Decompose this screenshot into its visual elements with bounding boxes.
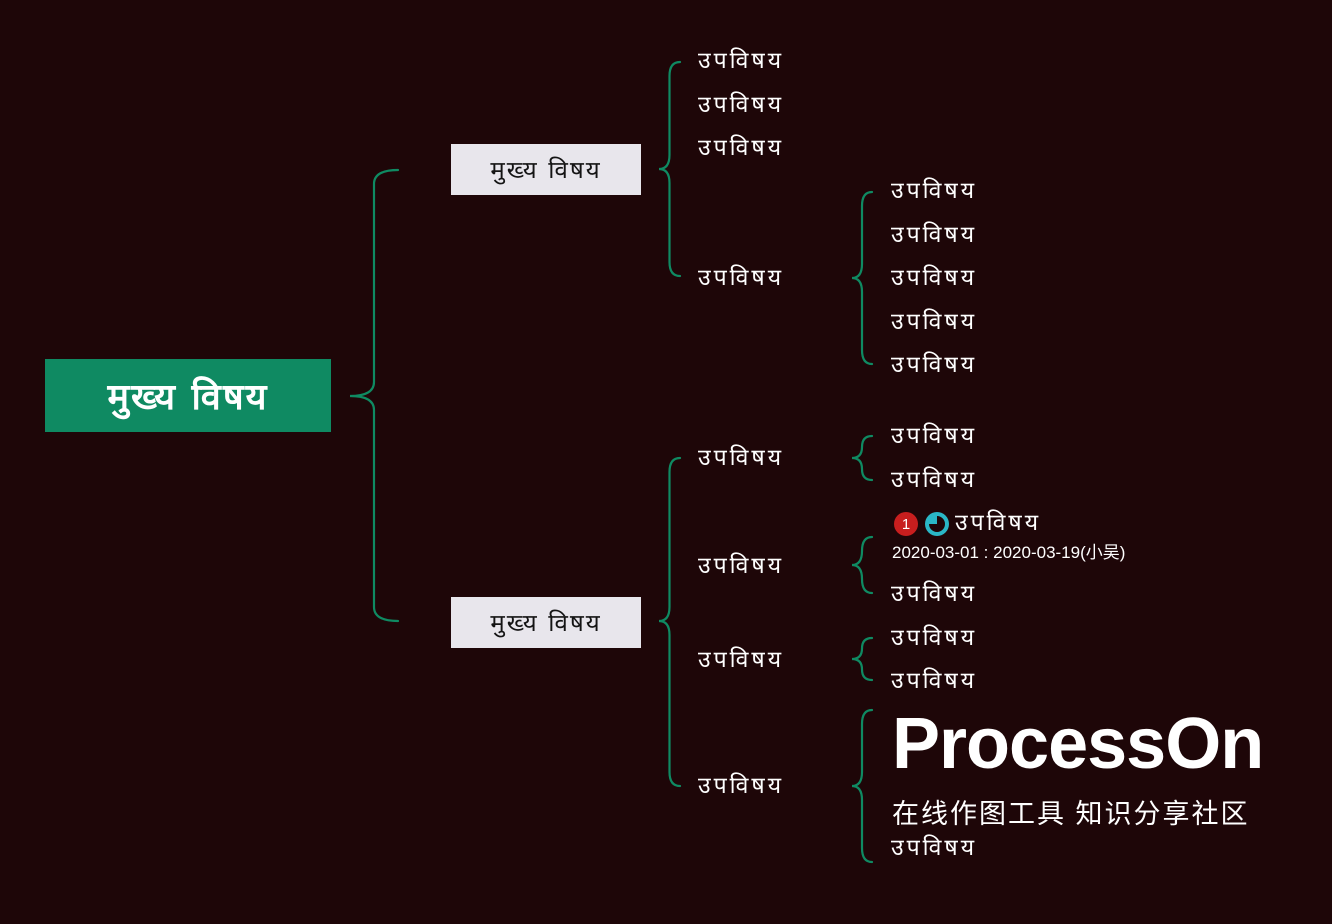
priority-1-icon: 1 <box>894 512 918 536</box>
subtopic-2-2-2[interactable]: उपविषय <box>891 581 978 607</box>
main-topic-2[interactable]: मुख्य विषय <box>451 597 641 648</box>
subtopic-2-2-1[interactable]: उपविषय <box>955 510 1042 536</box>
subtopic-2-3[interactable]: उपविषय <box>698 647 785 673</box>
subtopic-2-4[interactable]: उपविषय <box>698 773 785 799</box>
subtopic-1-1[interactable]: उपविषय <box>698 48 785 74</box>
brace-root <box>349 168 400 623</box>
subtopic-1-3[interactable]: उपविषय <box>698 135 785 161</box>
subtopic-2-2[interactable]: उपविषय <box>698 553 785 579</box>
processon-logo: ProcessOn 在线作图工具 知识分享社区 <box>892 704 1264 831</box>
subtopic-1-4-1[interactable]: उपविषय <box>891 178 978 204</box>
subtopic-1-4-5[interactable]: उपविषय <box>891 352 978 378</box>
main-topic-1[interactable]: मुख्य विषय <box>451 144 641 195</box>
subtopic-2-1-2[interactable]: उपविषय <box>891 467 978 493</box>
subtopic-1-4-3[interactable]: उपविषय <box>891 265 978 291</box>
logo-brand: ProcessOn <box>892 704 1264 784</box>
brace-sub-2-1 <box>851 434 874 482</box>
subtopic-2-3-1[interactable]: उपविषय <box>891 625 978 651</box>
progress-quarter-icon <box>925 512 949 536</box>
brace-sub-2-4 <box>851 708 874 864</box>
brace-sub-2-3 <box>851 636 874 682</box>
brace-sub-1-4 <box>851 190 874 366</box>
subtopic-1-4[interactable]: उपविषय <box>698 265 785 291</box>
subtopic-1-2[interactable]: उपविषय <box>698 92 785 118</box>
root-topic[interactable]: मुख्य विषय <box>45 359 331 432</box>
task-date-range: 2020-03-01 : 2020-03-19(小吴) <box>892 543 1126 562</box>
subtopic-1-4-2[interactable]: उपविषय <box>891 222 978 248</box>
brace-sub-2-2 <box>851 535 874 595</box>
brace-main-2 <box>658 456 682 788</box>
subtopic-2-1[interactable]: उपविषय <box>698 445 785 471</box>
subtopic-1-4-4[interactable]: उपविषय <box>891 309 978 335</box>
brace-main-1 <box>658 60 682 278</box>
subtopic-2-4-1[interactable]: उपविषय <box>891 835 978 861</box>
logo-tagline: 在线作图工具 知识分享社区 <box>892 799 1250 829</box>
subtopic-2-1-1[interactable]: उपविषय <box>891 423 978 449</box>
subtopic-2-3-2[interactable]: उपविषय <box>891 668 978 694</box>
